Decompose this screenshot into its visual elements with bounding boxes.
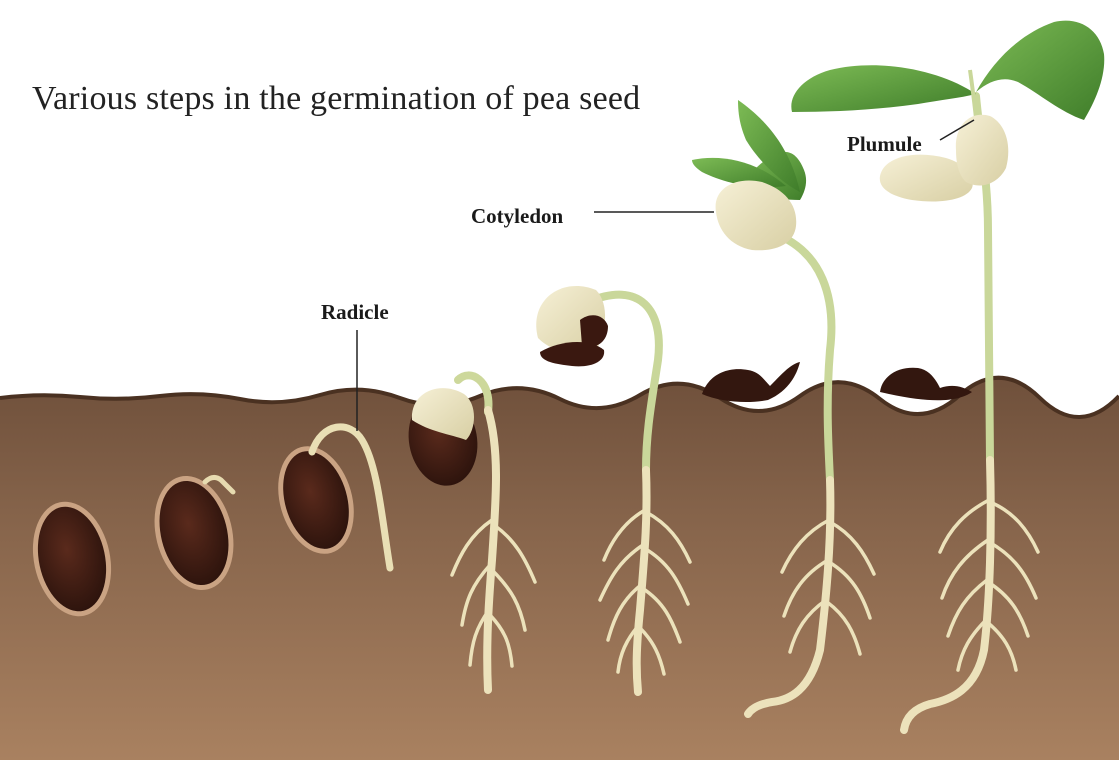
radicle-label: Radicle <box>321 300 389 325</box>
plumule-label: Plumule <box>847 132 922 157</box>
diagram-title: Various steps in the germination of pea … <box>32 80 640 118</box>
soil <box>0 378 1119 760</box>
cotyledon-label: Cotyledon <box>471 204 563 229</box>
